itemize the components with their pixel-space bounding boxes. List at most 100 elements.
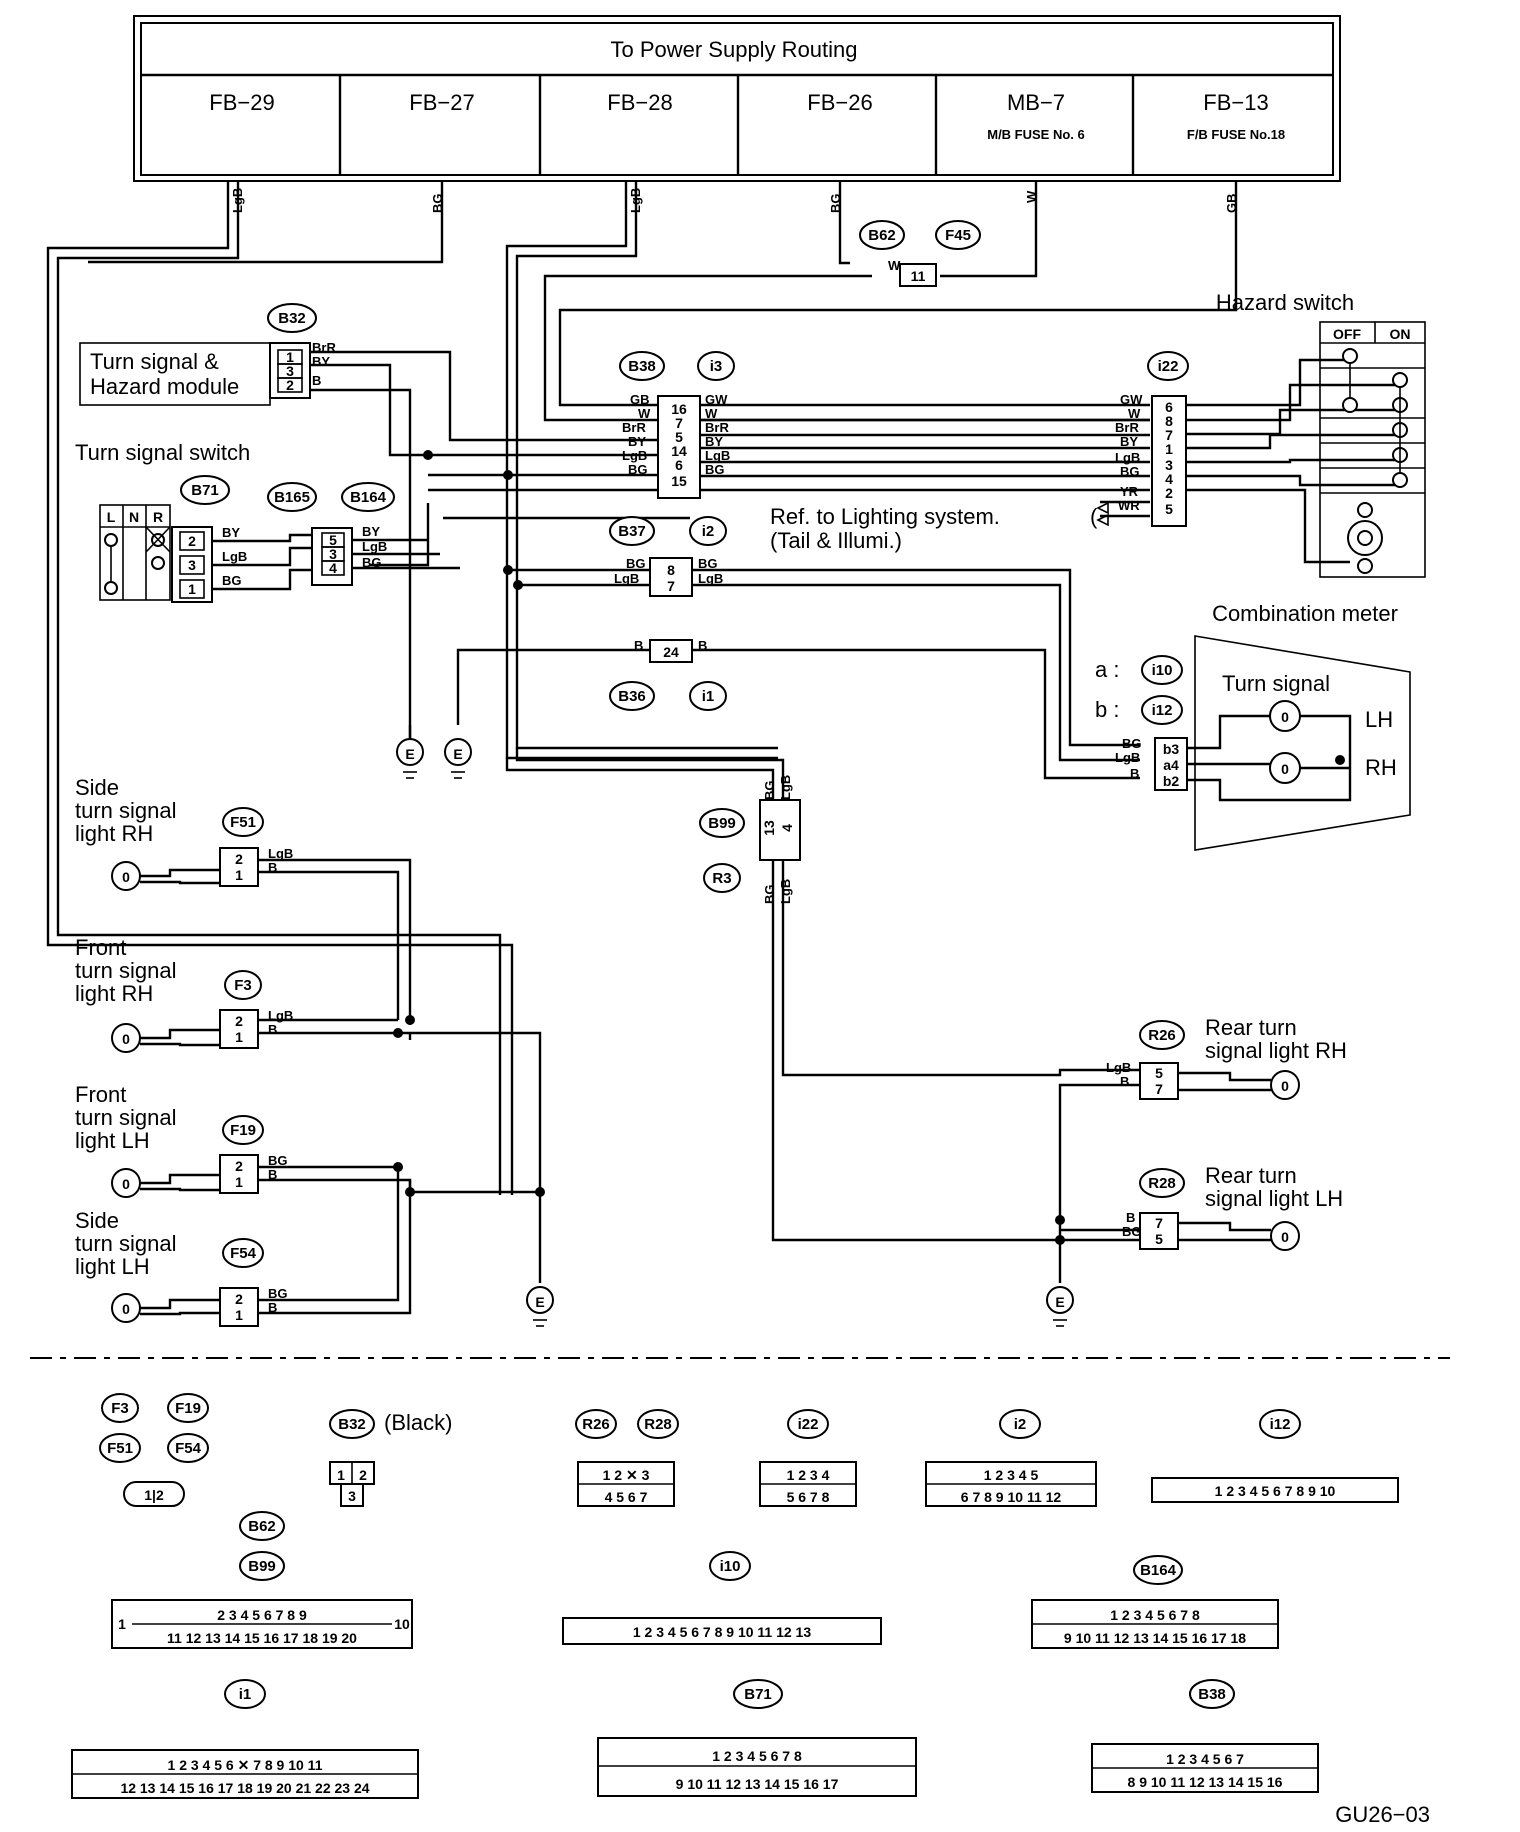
conn-b32-label: B32 [278, 310, 306, 327]
svg-text:15: 15 [671, 473, 687, 489]
svg-text:BG: BG [698, 556, 718, 571]
fuse-fb27: FB−27 [409, 90, 474, 115]
svg-text:B: B [1120, 1074, 1129, 1089]
svg-text:5: 5 [1155, 1231, 1163, 1247]
switch-pos-n: N [129, 509, 139, 525]
svg-text:2: 2 [188, 533, 196, 549]
meter-rh: RH [1365, 755, 1397, 780]
power-supply-header: To Power Supply Routing FB−29 FB−27 FB−2… [133, 15, 1341, 182]
connector-b99-r3: B99 R3 13 4 BG LgB BG LgB [699, 775, 801, 904]
svg-text:1 2 3 4 5 6 7 8 9 10 11 12 13: 1 2 3 4 5 6 7 8 9 10 11 12 13 [633, 1624, 811, 1640]
conn-i3-label: i3 [710, 358, 723, 375]
svg-text:LgB: LgB [614, 571, 639, 586]
svg-text:3: 3 [348, 1488, 356, 1504]
svg-text:1: 1 [286, 349, 294, 365]
svg-text:Side: Side [75, 1208, 119, 1233]
conn-f51-label: F51 [230, 814, 256, 831]
combination-meter: Combination meter a : i10 b : i12 Turn s… [1095, 601, 1411, 851]
svg-text:B32: B32 [338, 1416, 366, 1433]
svg-text:b3: b3 [1163, 741, 1180, 757]
header-title: To Power Supply Routing [610, 37, 857, 62]
svg-text:B71: B71 [744, 1686, 772, 1703]
connector-i22: i22 6 8 7 1 3 4 2 5 GW W BrR BY LgB BG Y… [770, 351, 1189, 553]
svg-text:turn signal: turn signal [75, 798, 177, 823]
turn-signal-switch-title: Turn signal switch [75, 440, 250, 465]
svg-text:2: 2 [235, 851, 243, 867]
svg-text:2 3 4 5 6 7 8 9: 2 3 4 5 6 7 8 9 [217, 1607, 307, 1623]
conn-f19-label: F19 [230, 1122, 256, 1139]
svg-text:LgB: LgB [778, 879, 793, 904]
conn-b164-label: B164 [350, 489, 387, 506]
svg-text:BG: BG [628, 462, 648, 477]
svg-text:0: 0 [1281, 709, 1289, 725]
svg-text:turn signal: turn signal [75, 1231, 177, 1256]
svg-text:B38: B38 [1198, 1686, 1226, 1703]
svg-text:1: 1 [337, 1467, 345, 1483]
svg-text:4: 4 [329, 560, 337, 576]
svg-text:BG: BG [1120, 464, 1140, 479]
svg-text:LgB: LgB [1115, 450, 1140, 465]
svg-text:B: B [312, 373, 321, 388]
connector-legend: F3 F19 F51 F54 1|2 B32 (Black) 1 2 3 R26… [71, 1393, 1399, 1799]
svg-text:3: 3 [286, 363, 294, 379]
conn-r28-label: R28 [1148, 1175, 1176, 1192]
hazard-switch: Hazard switch OFF ON [1216, 290, 1426, 578]
svg-text:1: 1 [235, 1029, 243, 1045]
svg-text:B99: B99 [248, 1558, 276, 1575]
rear-turn-light-lh: R28 Rear turn signal light LH 7 5 B BG 0 [1122, 1163, 1343, 1251]
svg-text:8: 8 [667, 562, 675, 578]
meter-a: a : [1095, 657, 1119, 682]
svg-text:signal light LH: signal light LH [1205, 1186, 1343, 1211]
junction-dots [393, 450, 1345, 1245]
svg-text:Side: Side [75, 775, 119, 800]
svg-text:BY: BY [362, 524, 380, 539]
svg-text:LgB: LgB [1106, 1060, 1131, 1075]
svg-text:BG: BG [362, 555, 382, 570]
svg-text:b2: b2 [1163, 773, 1180, 789]
svg-text:7: 7 [1155, 1081, 1163, 1097]
svg-text:R28: R28 [644, 1416, 672, 1433]
conn-r26-label: R26 [1148, 1027, 1176, 1044]
hazard-on: ON [1390, 326, 1411, 342]
module-label-1: Turn signal & [90, 349, 219, 374]
svg-text:F54: F54 [175, 1440, 202, 1457]
conn-b71-label: B71 [191, 482, 219, 499]
conn-f45-label: F45 [945, 227, 971, 244]
svg-text:BrR: BrR [705, 420, 729, 435]
fuse-fb13: FB−13 [1203, 90, 1268, 115]
switch-pos-l: L [107, 509, 116, 525]
svg-text:4: 4 [779, 824, 795, 832]
svg-text:1: 1 [235, 1307, 243, 1323]
svg-text:0: 0 [122, 869, 130, 885]
fuse-mb7: MB−7 [1007, 90, 1065, 115]
svg-text:4: 4 [1165, 471, 1173, 487]
conn-b99-label: B99 [708, 815, 736, 832]
svg-text:1 2 3 4 5 6 7: 1 2 3 4 5 6 7 8 [712, 1748, 802, 1764]
svg-text:LgB: LgB [778, 775, 793, 800]
svg-text:11 12 13 14 15 16 17 18 19 20: 11 12 13 14 15 16 17 18 19 20 [167, 1630, 357, 1646]
ground-1: E [396, 738, 424, 779]
ground-2: E [444, 738, 472, 779]
svg-text:light LH: light LH [75, 1254, 150, 1279]
combination-meter-title: Combination meter [1212, 601, 1398, 626]
side-turn-light-rh: Side turn signal light RH F51 2 1 LgB B … [75, 775, 293, 891]
svg-text:BG: BG [1122, 736, 1142, 751]
svg-text:0: 0 [122, 1176, 130, 1192]
wiring [46, 181, 1400, 1315]
svg-text:F19: F19 [175, 1400, 201, 1417]
svg-text:LgB: LgB [268, 846, 293, 861]
svg-text:Rear turn: Rear turn [1205, 1163, 1297, 1188]
svg-text:LgB: LgB [222, 549, 247, 564]
svg-text:6: 6 [1165, 399, 1173, 415]
side-turn-light-lh: Side turn signal light LH F54 2 1 BG B 0 [75, 1208, 288, 1327]
svg-text:BY: BY [628, 434, 646, 449]
hazard-switch-title: Hazard switch [1216, 290, 1354, 315]
svg-text:BG: BG [762, 781, 777, 801]
svg-text:Rear turn: Rear turn [1205, 1015, 1297, 1040]
svg-text:light LH: light LH [75, 1128, 150, 1153]
svg-text:a4: a4 [1163, 757, 1179, 773]
svg-text:Front: Front [75, 935, 126, 960]
svg-text:BrR: BrR [1115, 420, 1139, 435]
svg-text:3: 3 [329, 546, 337, 562]
svg-text:B62: B62 [248, 1518, 276, 1535]
